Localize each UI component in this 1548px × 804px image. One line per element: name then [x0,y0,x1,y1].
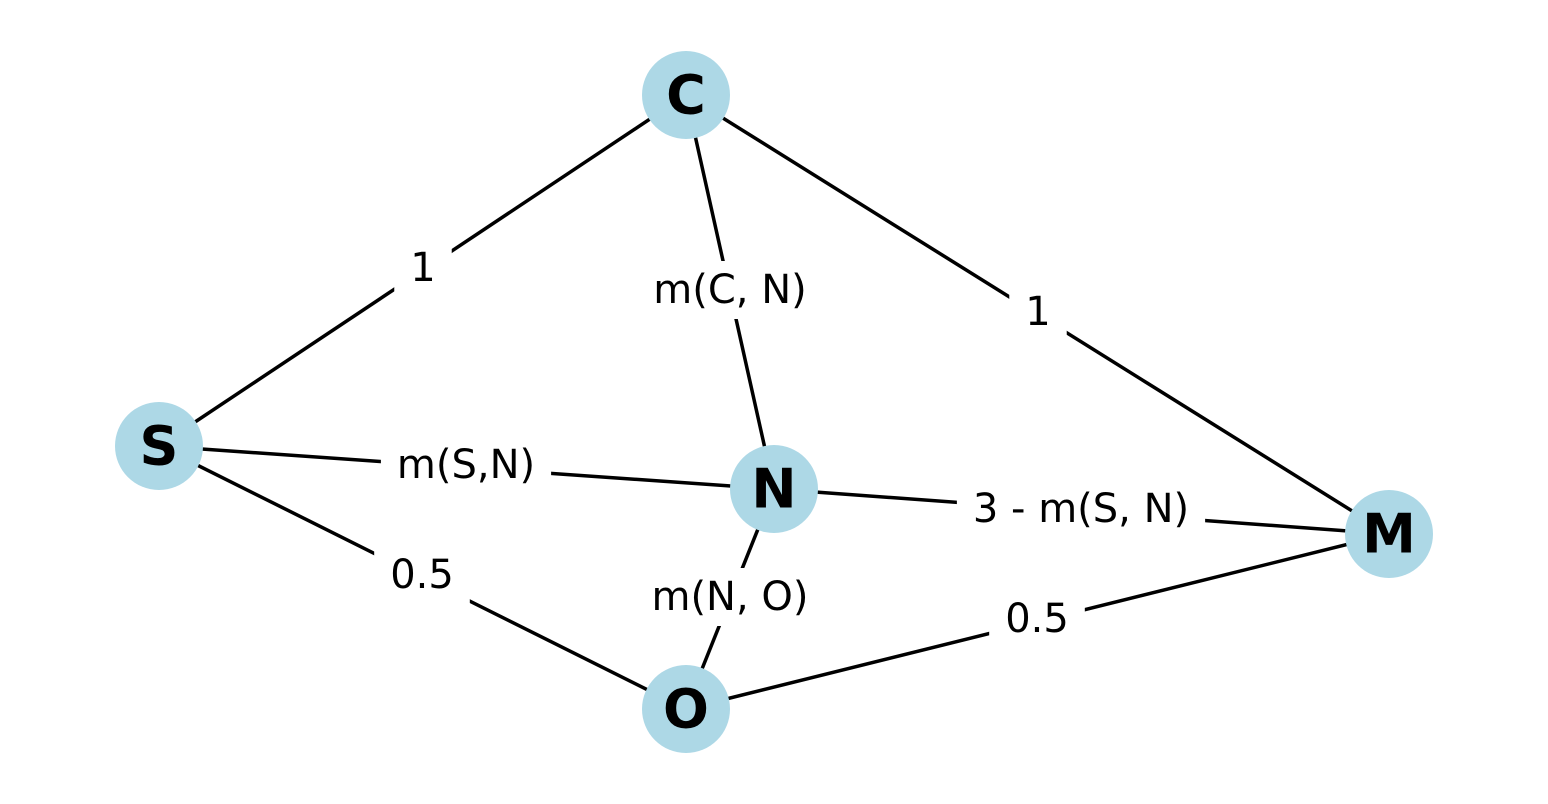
edge-label-n-m: 3 - m(S, N) [973,486,1189,532]
edge-label-s-o: 0.5 [390,552,454,598]
node-label-n: N [751,458,796,521]
edge-label-background [374,546,470,604]
edge-label-group-c-m: 1 [1009,283,1067,341]
edge-label-background [637,261,823,319]
edge-label-background [635,568,825,626]
edge-label-group-n-o: m(N, O) [635,568,825,626]
node-m: M [1345,490,1433,578]
edge-label-background [394,239,452,297]
node-circle-n [730,445,818,533]
edge-label-o-m: 0.5 [1005,596,1069,642]
node-label-m: M [1362,503,1416,566]
edge-labels-layer: 1 m(C, N) 1 m(S,N) 3 - m(S, N) 0.5 m(N, O) 0.5 [374,239,1206,648]
edge-label-c-m: 1 [1025,289,1050,335]
node-s: S [115,402,203,490]
node-n: N [730,445,818,533]
node-circle-m [1345,490,1433,578]
edge-label-c-n: m(C, N) [653,267,806,313]
edge-label-background [956,480,1206,538]
edge-label-group-s-n: m(S,N) [380,436,552,494]
node-circle-c [642,51,730,139]
edge-label-group-s-o: 0.5 [374,546,470,604]
edge-label-background [989,590,1085,648]
edge-label-group-o-m: 0.5 [989,590,1085,648]
node-circle-o [642,665,730,753]
edge-label-s-n: m(S,N) [397,442,535,488]
edge-label-group-s-c: 1 [394,239,452,297]
node-circle-s [115,402,203,490]
node-label-c: C [666,64,706,127]
node-c: C [642,51,730,139]
node-label-s: S [140,415,179,478]
node-o: O [642,665,730,753]
edge-label-background [380,436,552,494]
edge-label-group-n-m: 3 - m(S, N) [956,480,1206,538]
edge-label-n-o: m(N, O) [651,574,808,620]
nodes-layer: C S N M O [115,51,1433,753]
edge-label-s-c: 1 [410,245,435,291]
edge-label-group-c-n: m(C, N) [637,261,823,319]
edge-label-background [1009,283,1067,341]
node-label-o: O [663,678,709,741]
